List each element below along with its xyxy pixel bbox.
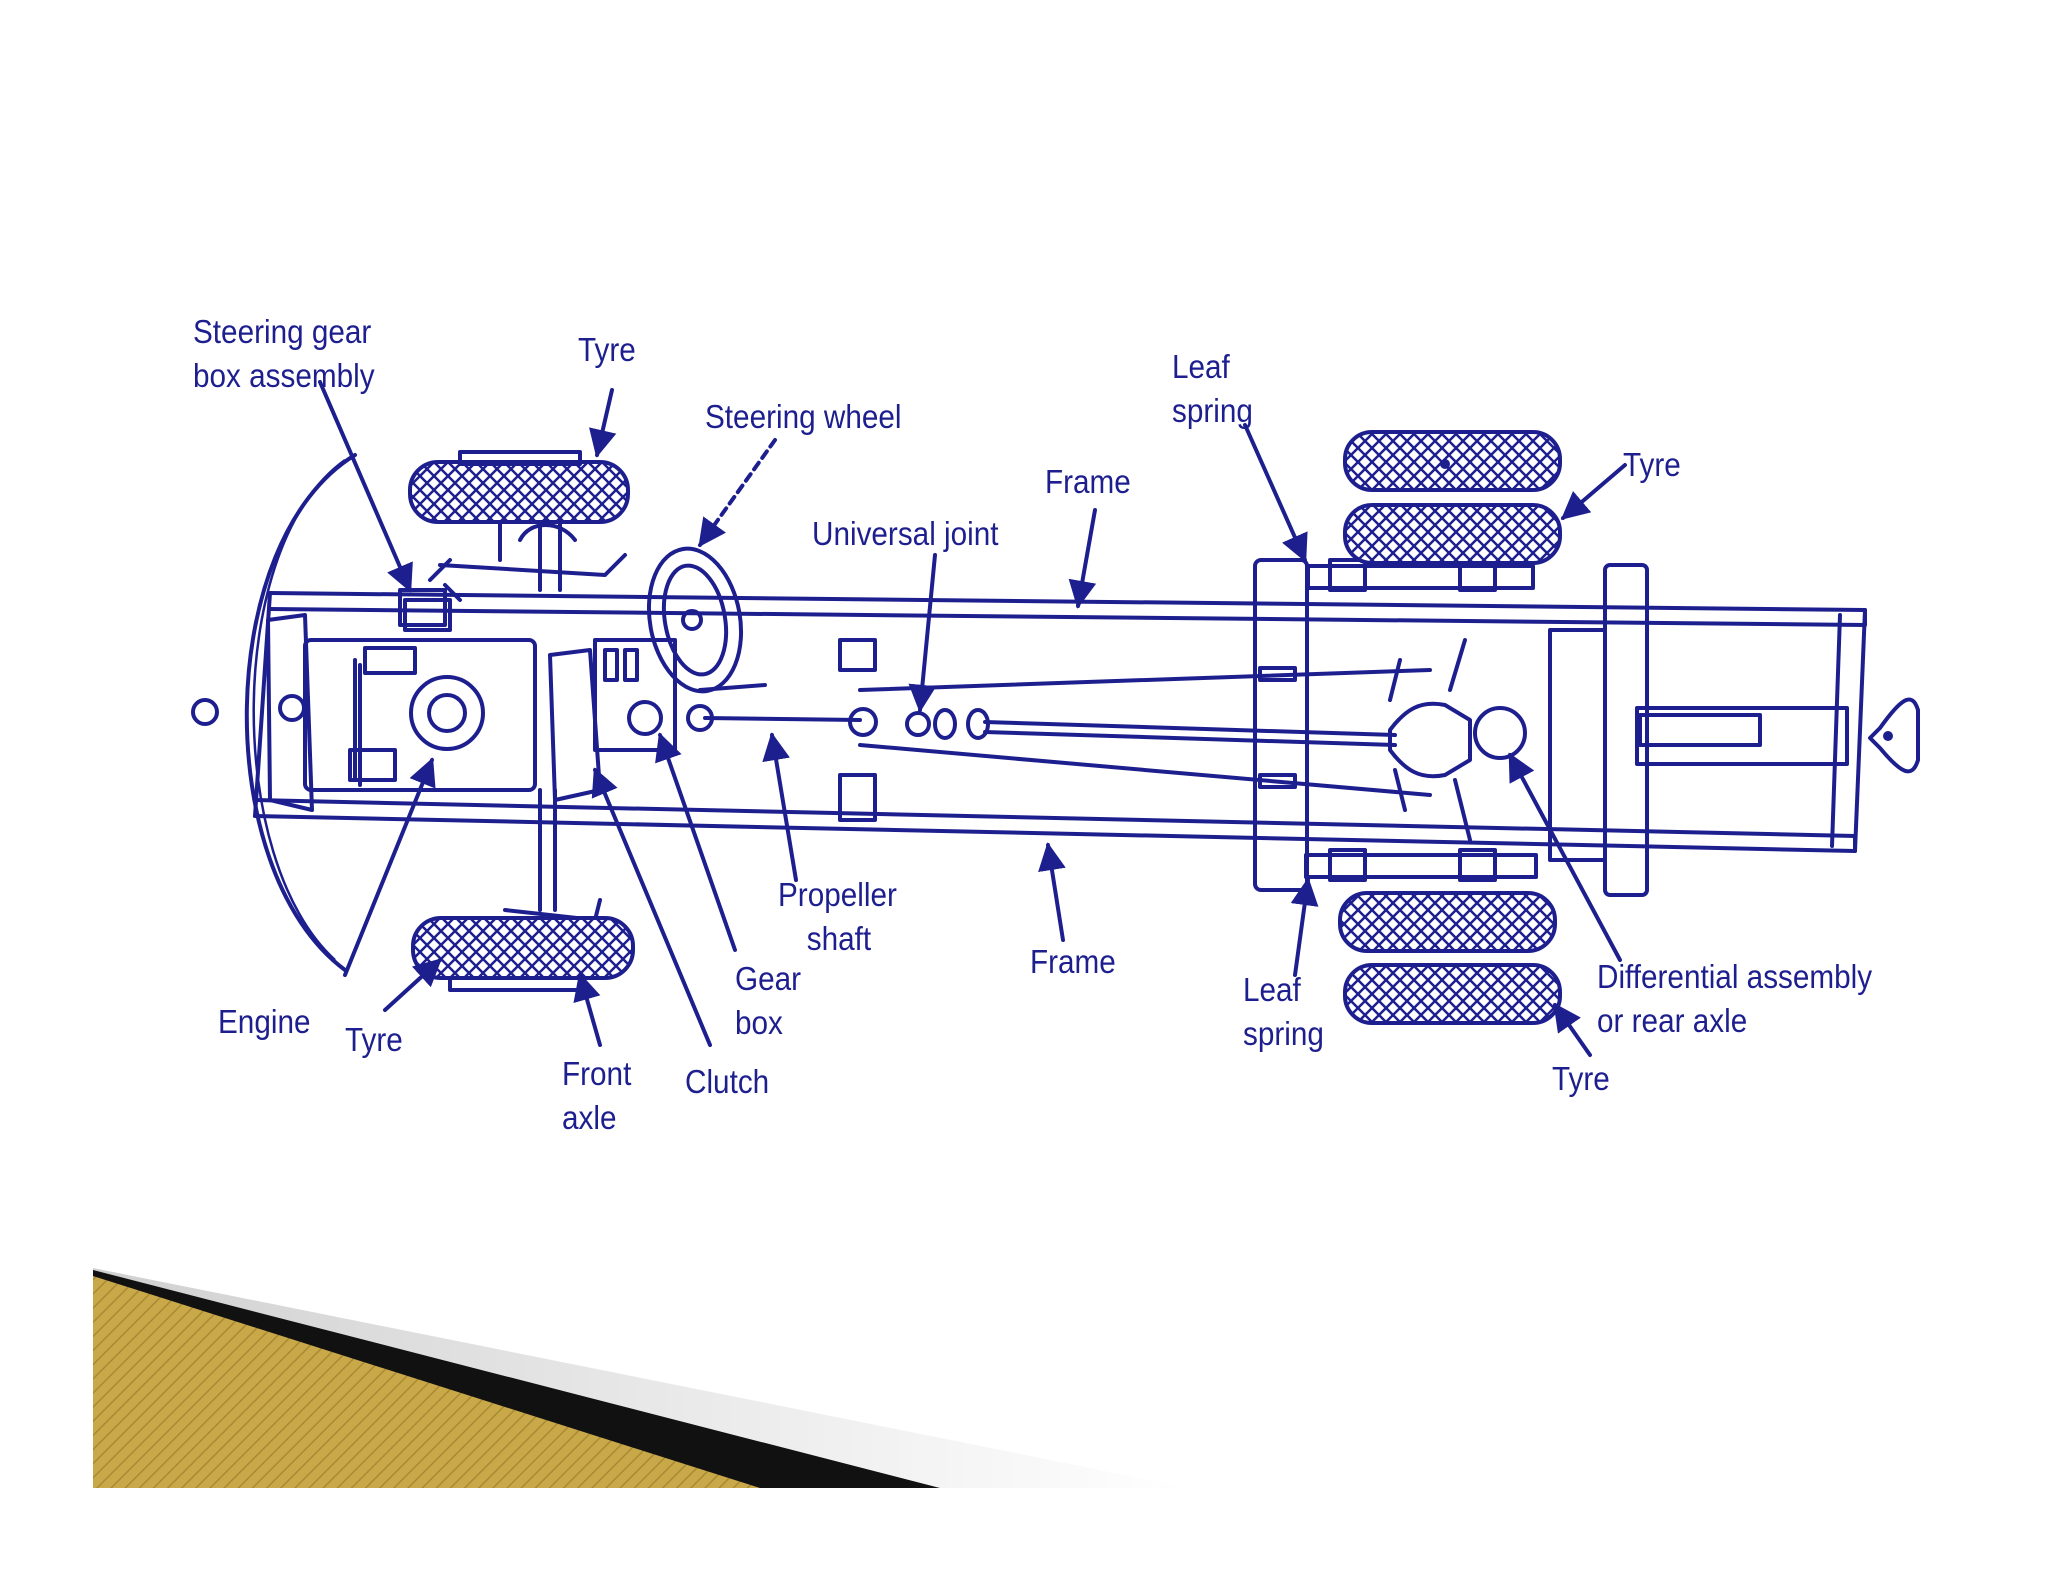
label-engine: Engine bbox=[218, 1003, 311, 1040]
propeller-shaft bbox=[703, 638, 1432, 822]
frame bbox=[253, 591, 1867, 853]
front-axle bbox=[398, 468, 627, 922]
differential bbox=[1253, 558, 1649, 897]
label-leaf-spring-top: Leaf spring bbox=[1172, 348, 1253, 429]
label-tyre-front-top: Tyre bbox=[578, 331, 636, 368]
rear-tyres-top bbox=[1343, 430, 1562, 565]
label-leaf-spring-bottom: Leaf spring bbox=[1243, 971, 1324, 1052]
label-universal-joint: Universal joint bbox=[812, 515, 999, 552]
rear-bumper bbox=[1635, 697, 1920, 774]
engine-block bbox=[266, 598, 537, 812]
steering-wheel bbox=[646, 546, 767, 694]
rear-tyres-bottom bbox=[1338, 891, 1562, 1025]
crank-nose bbox=[191, 698, 219, 726]
label-propeller-shaft: Propeller shaft bbox=[778, 876, 897, 957]
leader-arrows bbox=[318, 380, 1627, 1057]
label-tyre-front-bottom: Tyre bbox=[345, 1021, 403, 1058]
rear-leaf-spring-bottom bbox=[1304, 848, 1538, 882]
label-steering-gear-box: Steering gear box assembly bbox=[193, 313, 375, 394]
label-differential: Differential assembly or rear axle bbox=[1597, 958, 1873, 1039]
label-steering-wheel: Steering wheel bbox=[705, 398, 902, 435]
clutch-gearbox bbox=[548, 638, 714, 802]
label-clutch: Clutch bbox=[685, 1063, 770, 1100]
front-tyre-bottom bbox=[411, 916, 635, 992]
banner-gold-band bbox=[93, 1276, 760, 1488]
label-frame-bottom: Frame bbox=[1030, 943, 1116, 980]
label-tyre-rear-bottom: Tyre bbox=[1552, 1060, 1610, 1097]
label-front-axle: Front axle bbox=[562, 1055, 632, 1136]
front-tyre-top bbox=[408, 450, 630, 562]
label-frame-top: Frame bbox=[1045, 463, 1131, 500]
label-gear-box: Gear box bbox=[735, 960, 802, 1041]
label-tyre-rear-top: Tyre bbox=[1623, 446, 1681, 483]
